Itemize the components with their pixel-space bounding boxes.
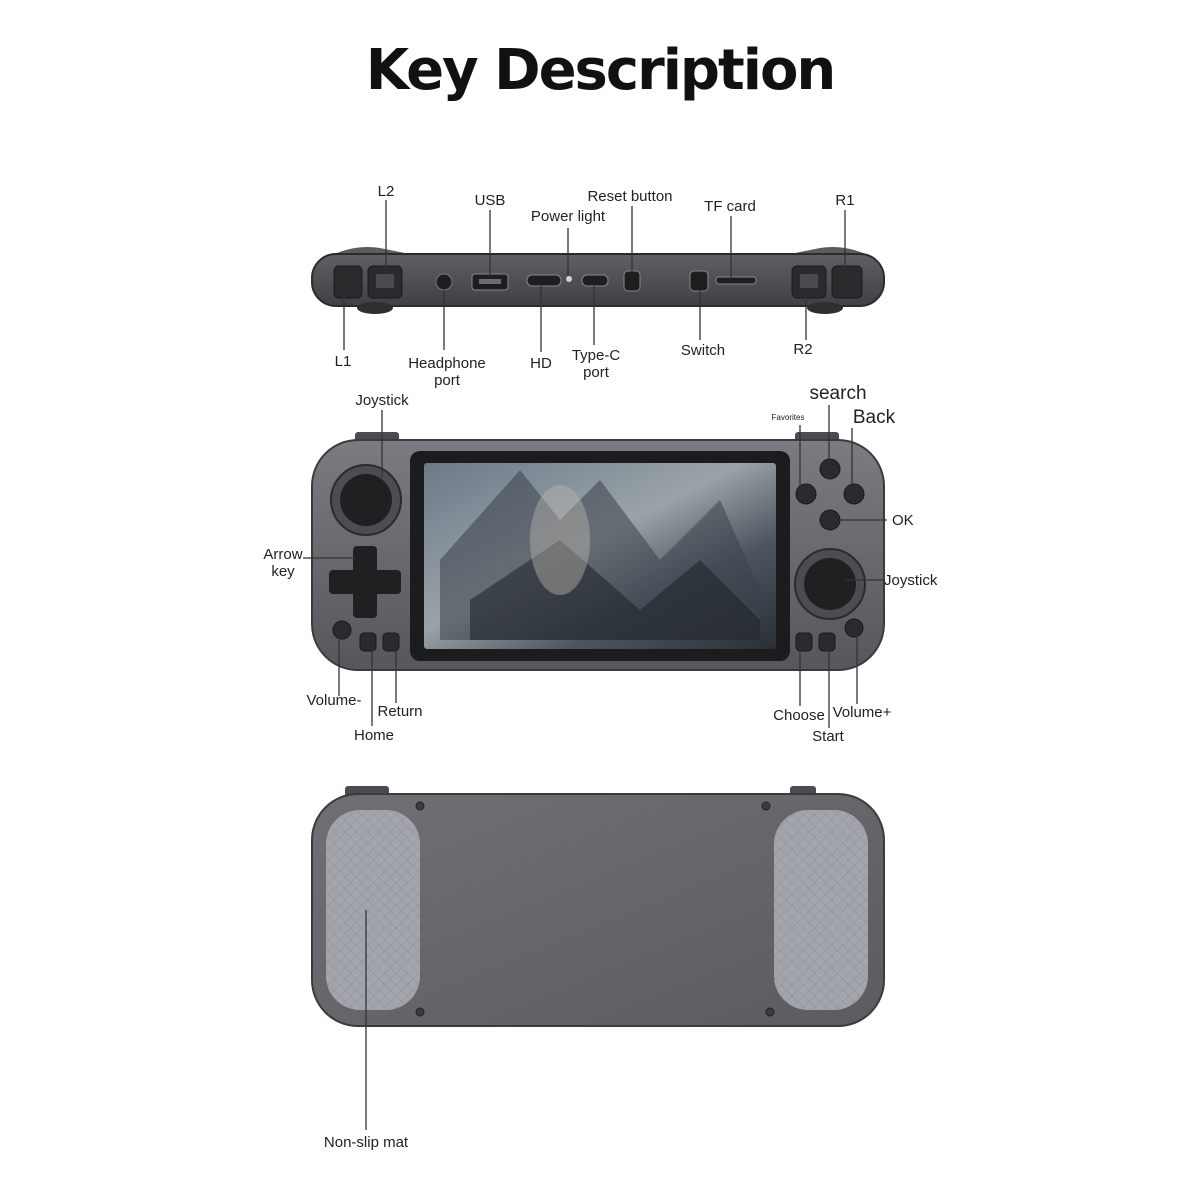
back-screws: [415, 801, 775, 1017]
volume-plus-button: [844, 618, 864, 638]
type-c-port: [581, 274, 609, 287]
start-button: [818, 632, 836, 652]
non-slip-mat-right: [774, 810, 868, 1010]
right-joystick: [804, 558, 856, 610]
label-headphone-port: Headphone port: [408, 355, 486, 389]
l1-trigger-edge: [357, 302, 393, 314]
ok-button: [819, 509, 841, 531]
label-back: Back: [852, 407, 896, 428]
reset-button: [623, 270, 641, 292]
label-start: Start: [812, 728, 844, 745]
label-switch: Switch: [680, 342, 726, 359]
label-power-light: Power light: [530, 208, 606, 225]
front-view: [303, 405, 887, 728]
label-volume-minus: Volume-: [306, 692, 362, 709]
label-joystick-left: Joystick: [355, 392, 409, 409]
headphone-jack: [435, 273, 453, 291]
top-leader-lines: [343, 200, 846, 352]
left-joystick: [340, 474, 392, 526]
page-title: Key Description: [365, 38, 837, 103]
label-arrow-key: Arrow key: [263, 546, 303, 580]
back-view: [311, 786, 885, 1130]
back-button: [843, 483, 865, 505]
label-volume-plus: Volume+: [832, 704, 892, 721]
label-usb: USB: [474, 192, 506, 209]
non-slip-mat-left: [326, 810, 420, 1010]
top-view: [311, 200, 885, 352]
power-switch: [689, 270, 709, 292]
label-tf-card: TF card: [704, 198, 756, 215]
l1-button: [333, 265, 363, 299]
label-return: Return: [377, 703, 423, 720]
back-body: [311, 793, 885, 1027]
front-leader-lines: [303, 405, 887, 728]
label-reset-button: Reset button: [587, 188, 673, 205]
r1-button: [831, 265, 863, 299]
choose-button: [795, 632, 813, 652]
r1-trigger-edge: [807, 302, 843, 314]
label-l1: L1: [334, 353, 352, 370]
label-joystick-right: Joystick: [884, 572, 938, 589]
label-home: Home: [353, 727, 395, 744]
arrow-key-dpad: [329, 546, 401, 618]
label-l2: L2: [377, 183, 395, 200]
label-r2: R2: [793, 341, 813, 358]
tf-card-slot: [715, 276, 757, 285]
hd-port: [526, 274, 562, 287]
label-type-c-port: Type-C port: [571, 347, 621, 381]
home-button: [359, 632, 377, 652]
label-favorites: Favorites: [771, 413, 805, 422]
label-hd: HD: [530, 355, 552, 372]
label-ok: OK: [892, 512, 914, 529]
label-non-slip-mat: Non-slip mat: [323, 1134, 409, 1151]
power-light: [566, 276, 572, 282]
label-r1: R1: [835, 192, 855, 209]
favorites-button: [795, 483, 817, 505]
label-choose: Choose: [773, 707, 825, 724]
return-button: [382, 632, 400, 652]
label-search: search: [809, 383, 867, 404]
search-button: [819, 458, 841, 480]
volume-minus-button: [332, 620, 352, 640]
